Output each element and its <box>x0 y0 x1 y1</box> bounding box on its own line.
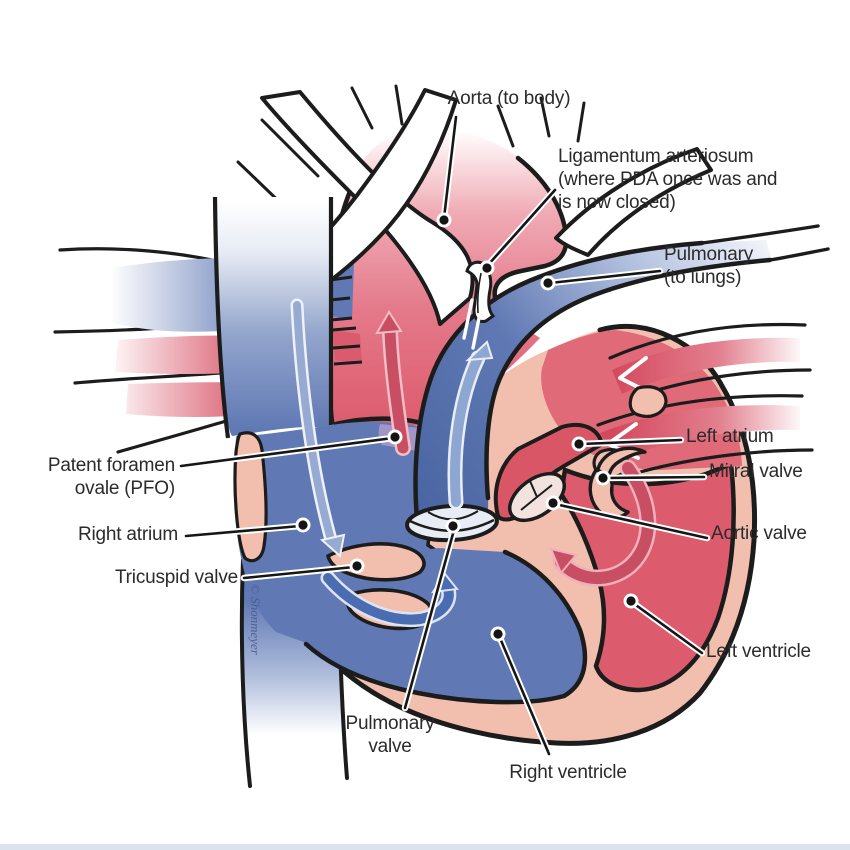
leader-lines <box>177 113 711 758</box>
label-left-ventricle: Left ventricle <box>706 641 811 662</box>
crista-terminalis <box>233 431 268 563</box>
label-right-ventricle: Right ventricle <box>509 762 627 783</box>
label-aortic-valve: Aortic valve <box>711 523 807 544</box>
ligamentum-arteriosum <box>462 260 496 350</box>
left-pulmonary-veins <box>592 322 814 479</box>
label-aorta: Aorta (to body) <box>447 88 571 109</box>
artist-signature: © Shonmeyer <box>248 584 263 655</box>
leader-dots <box>295 212 639 642</box>
superior-vena-cava <box>212 196 334 439</box>
label-pfo: Patent foramen ovale (PFO) <box>47 455 175 499</box>
label-tricuspid-valve: Tricuspid valve <box>114 567 238 588</box>
white-vessel-right <box>554 147 713 257</box>
label-mitral-valve: Mitral valve <box>709 461 803 482</box>
bottom-edge-strip <box>0 844 850 850</box>
label-right-atrium: Right atrium <box>77 524 178 545</box>
right-pulmonary-artery-stub <box>110 258 236 332</box>
label-pulmonary-artery: Pulmonary (to lungs) <box>664 244 754 288</box>
label-ligamentum: Ligamentum arteriosum (where PDA once wa… <box>558 146 778 213</box>
flow-arrows <box>290 298 657 628</box>
label-left-atrium: Left atrium <box>686 426 774 447</box>
label-pulmonary-valve: Pulmonary valve <box>345 713 435 757</box>
